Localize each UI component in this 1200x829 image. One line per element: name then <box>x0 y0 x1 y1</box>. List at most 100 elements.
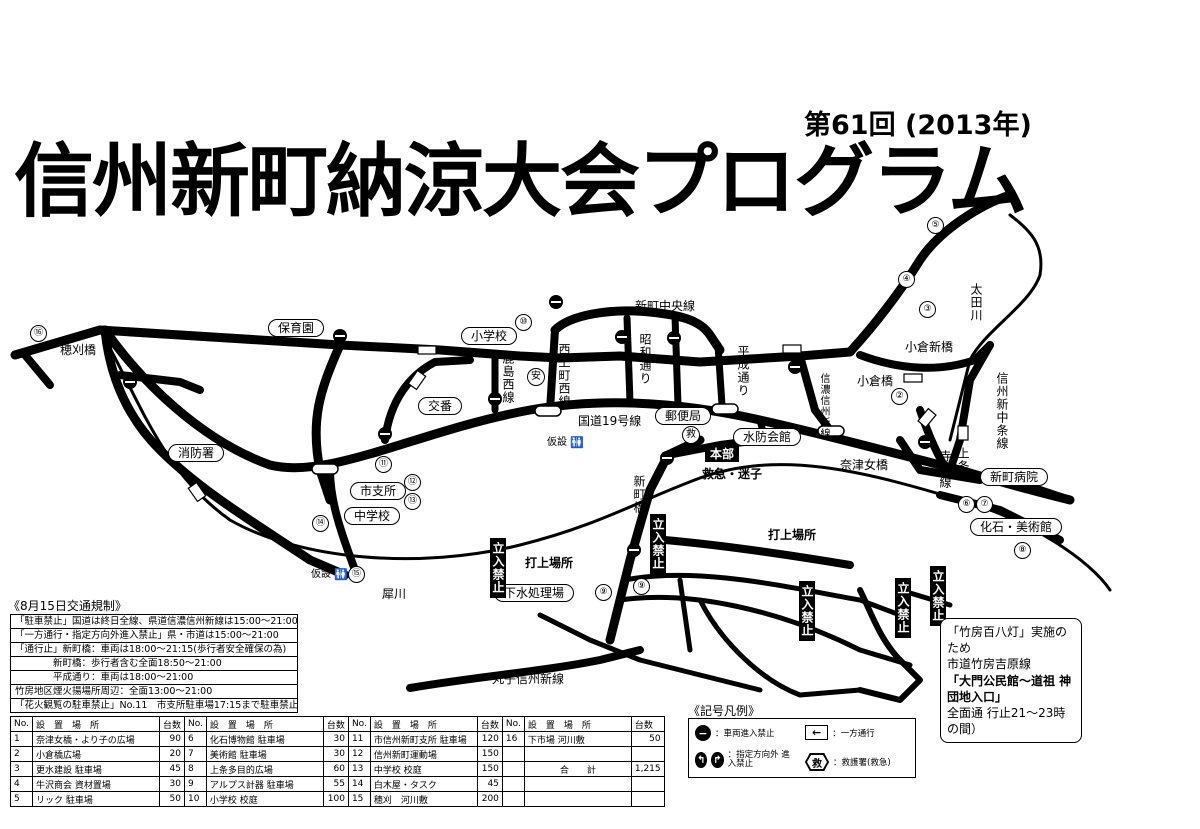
label-shobosho: 消防署 <box>168 444 225 462</box>
notice-line-1: 「竹房百八灯」実施の ため <box>947 625 1068 656</box>
rule-row: 「駐車禁止」国道は終日全線、県道信濃信州新線は15:00～21:00 <box>11 615 297 629</box>
cell-no: 3 <box>10 761 33 777</box>
no-entry-tachiiri-4: 立入禁止 <box>895 578 911 638</box>
cell-count: 100 <box>322 791 349 807</box>
cell-place: 牛沢商会 資材置場 <box>31 776 160 792</box>
label-gesui: 下水処理場 <box>494 584 575 602</box>
label-natsumegabashi: 奈津女橋 <box>840 458 889 472</box>
marker-12: ⑫ <box>404 474 421 491</box>
road-school-loop <box>326 466 359 574</box>
marker-8: ⑧ <box>1014 542 1031 559</box>
marker-6: ⑥ <box>958 496 975 513</box>
marker-4: ④ <box>898 271 915 288</box>
legend-firstaid: 救 ：救護署(救急) <box>805 753 891 771</box>
cell-place: 下市場 河川敷 <box>523 731 632 747</box>
cell-no <box>501 761 525 777</box>
label-shishisho: 市支所 <box>350 482 407 500</box>
road-koban <box>381 356 474 444</box>
cell-place: 美術館 駐車場 <box>205 746 324 762</box>
label-shinmachi-byoin: 新町病院 <box>980 468 1049 486</box>
legend-no-entry: − ：車両進入禁止 <box>695 725 775 741</box>
parking-table: No. 設 置 場 所 台数 No. 設 置 場 所 台数 No. 設 置 場 … <box>10 716 665 807</box>
label-hozumi-bridge: 穂刈橋 <box>60 343 97 357</box>
cell-no: 15 <box>347 791 371 807</box>
label-shogakko: 小学校 <box>461 327 518 345</box>
label-shinmachi-chuo: 新町中央線 <box>635 299 696 313</box>
traffic-rules-heading: 《8月15日交通規制》 <box>8 599 127 613</box>
cell-count: 200 <box>476 791 503 807</box>
cell-no: 6 <box>183 731 207 747</box>
label-otagawa: 太田川 <box>969 283 983 322</box>
firstaid-icon-text: 救 <box>807 755 827 769</box>
cell-no: 13 <box>347 761 371 777</box>
road-south-d <box>677 577 693 653</box>
one-way-arrows <box>187 344 969 503</box>
total-value: 1,215 <box>630 761 665 777</box>
marker-13: ⑬ <box>404 493 421 510</box>
label-an: 安 <box>527 368 545 386</box>
marker-15: ⑮ <box>348 566 365 583</box>
col-count: 台数 <box>476 716 503 732</box>
marker-2: ② <box>891 388 908 405</box>
label-kyukyu: 救急・迷子 <box>702 467 763 481</box>
cell-no: 10 <box>183 791 207 807</box>
marker-3: ③ <box>919 301 936 318</box>
road-upper-east <box>555 347 855 367</box>
cell-place: 更水建設 駐車場 <box>31 761 160 777</box>
marker-5: ⑤ <box>927 217 944 234</box>
col-place: 設 置 場 所 <box>523 716 632 732</box>
label-hoikuen: 保育園 <box>268 319 325 337</box>
col-place: 設 置 場 所 <box>369 716 478 732</box>
label-koban: 交番 <box>418 397 463 415</box>
cell-count: 45 <box>476 776 503 792</box>
no-entry-bars <box>125 301 930 551</box>
road-left-conn <box>116 371 204 394</box>
col-no: No. <box>501 716 525 732</box>
cell-count <box>630 776 665 792</box>
page-title: 信州新町納涼大会プログラム <box>14 135 1028 228</box>
edition-subtitle: 第61回 (2013年) <box>804 110 1032 141</box>
road-teraobi2 <box>896 436 984 484</box>
cell-no: 5 <box>10 791 33 807</box>
cell-place: アルプス計器 駐車場 <box>205 776 324 792</box>
road-north <box>845 190 1015 357</box>
cell-count: 50 <box>158 791 185 807</box>
cell-place <box>523 776 632 792</box>
cell-count: 120 <box>476 731 503 747</box>
label-heisei: 平成通り <box>736 345 750 397</box>
legend-box: − ：車両進入禁止 ← ：一方通行 ↰ ↱ ：指定方向外 進入禁止 救 ：救護署… <box>688 718 916 778</box>
cell-no: 12 <box>347 746 371 762</box>
notice-line-4: 全面通 行止21～23時の間） <box>947 705 1066 737</box>
rule-row: 「一方通行・指定方向外進入禁止」県・市道は15:00～21:00 <box>11 629 297 643</box>
cell-place: 白木屋・タスク <box>369 776 478 792</box>
col-count: 台数 <box>630 716 665 732</box>
road-south-a <box>622 572 903 618</box>
col-place: 設 置 場 所 <box>205 716 324 732</box>
toilet-icon: 🚻 <box>334 568 348 581</box>
road-heisei <box>714 341 726 409</box>
label-kasetsu-2: 仮設 <box>547 437 567 448</box>
cell-no: 11 <box>347 731 371 747</box>
legend-one-way: ← ：一方通行 <box>805 725 875 740</box>
col-count: 台数 <box>158 716 185 732</box>
cell-no: 8 <box>183 761 207 777</box>
road-showa2 <box>671 312 682 409</box>
cell-place: 市信州新町支所 駐車場 <box>369 731 478 747</box>
cell-no: 1 <box>10 731 33 747</box>
cell-count: 150 <box>476 761 503 777</box>
cell-count <box>630 791 665 807</box>
label-shinshu-chujo: 信州新中条線 <box>995 372 1009 450</box>
col-count: 台数 <box>322 716 349 732</box>
road-showa <box>623 314 634 406</box>
turn-left-icon: ↰ <box>695 752 708 769</box>
road-nishikami <box>546 326 559 414</box>
cell-count: 20 <box>158 746 185 762</box>
notice-line-2: 市道竹房吉原線 <box>947 657 1032 672</box>
cell-place: 信州新町運動場 <box>369 746 478 762</box>
label-shinmachibashi: 新町橋 <box>632 475 646 514</box>
col-no: No. <box>347 716 371 732</box>
cell-count: 90 <box>158 731 185 747</box>
